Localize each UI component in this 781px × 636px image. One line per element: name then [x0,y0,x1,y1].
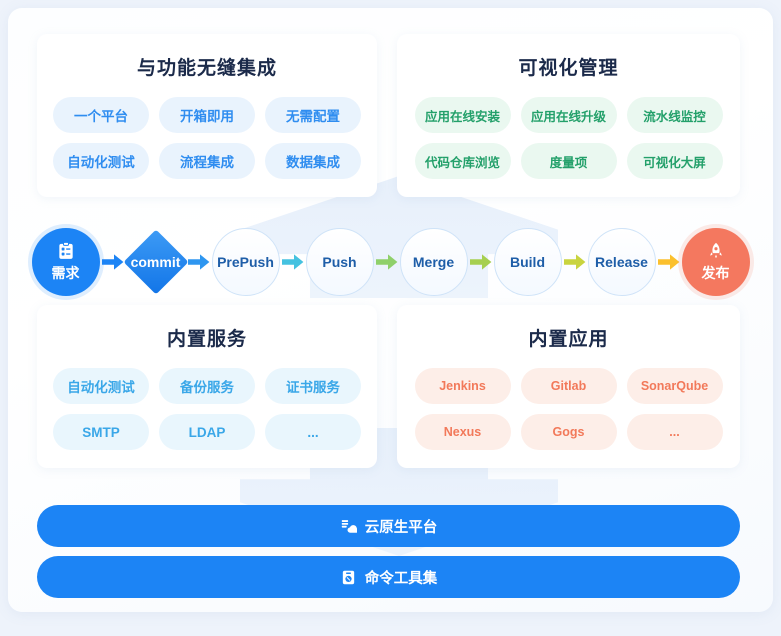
diagram-panel: 与功能无缝集成 一个平台 开箱即用 无需配置 自动化测试 流程集成 数据集成 可… [8,8,773,612]
pill-item[interactable]: 备份服务 [159,368,255,404]
pipeline-stage-release-label: Release [595,254,648,270]
pill-item[interactable]: SonarQube [626,368,723,404]
pipeline-node-requirement-label: 需求 [51,265,80,281]
bar-command-toolset-label: 命令工具集 [364,570,438,587]
pipeline-arrow [187,253,210,271]
card-visual-management: 可视化管理 应用在线安装 应用在线升级 流水线监控 代码仓库浏览 度量项 可视化… [397,34,740,197]
pill-item[interactable]: 自动化测试 [53,368,149,404]
bar-cloud-native-platform-label: 云原生平台 [364,519,438,536]
card-builtin-services: 内置服务 自动化测试 备份服务 证书服务 SMTP LDAP ... [37,305,377,468]
pill-item[interactable]: 应用在线安装 [414,97,511,133]
pipeline-stage-build-label: Build [510,254,545,270]
pill-item[interactable]: ... [265,414,361,450]
pill-item[interactable]: Jenkins [414,368,511,404]
pipeline-node-commit-label: commit [130,254,181,270]
pill-item[interactable]: 自动化测试 [53,143,149,179]
pill-item[interactable]: 可视化大屏 [626,143,723,179]
pipeline-stage-prepush[interactable]: PrePush [211,228,280,296]
pipeline-stage-prepush-label: PrePush [217,254,274,270]
card-builtin-apps: 内置应用 Jenkins Gitlab SonarQube Nexus Gogs… [397,305,740,468]
pipeline-node-publish[interactable]: 发布 [681,228,750,296]
pill-item[interactable]: 代码仓库浏览 [414,143,511,179]
card-builtin-services-title: 内置服务 [166,329,247,350]
pipeline-arrow [101,253,124,271]
card-integration-pills: 一个平台 开箱即用 无需配置 自动化测试 流程集成 数据集成 [37,97,377,179]
pipeline-stage-push[interactable]: Push [305,228,374,296]
pipeline-arrow [563,253,586,271]
pill-item[interactable]: 无需配置 [265,97,361,133]
bar-cloud-native-platform[interactable]: 云原生平台 [37,505,740,547]
pipeline-arrow [657,253,680,271]
pill-item[interactable]: 开箱即用 [159,97,255,133]
pipeline-node-commit[interactable]: commit [122,229,189,295]
pill-item[interactable]: 应用在线升级 [520,97,617,133]
pipeline-node-publish-label: 发布 [701,265,730,281]
terminal-tool-icon [340,569,357,586]
card-integration-title: 与功能无缝集成 [136,58,277,79]
pipeline-arrow [281,253,304,271]
clipboard-icon [56,241,76,261]
pipeline-stage-merge[interactable]: Merge [399,228,468,296]
bar-command-toolset[interactable]: 命令工具集 [37,556,740,598]
pill-item[interactable]: ... [626,414,723,450]
card-visual-management-pills: 应用在线安装 应用在线升级 流水线监控 代码仓库浏览 度量项 可视化大屏 [397,97,740,179]
pill-item[interactable]: Gogs [520,414,617,450]
card-visual-management-title: 可视化管理 [518,58,619,79]
pipeline-flow: 需求 commit PrePush Push Merge [8,216,773,308]
card-integration: 与功能无缝集成 一个平台 开箱即用 无需配置 自动化测试 流程集成 数据集成 [37,34,377,197]
rocket-icon [706,241,726,261]
card-builtin-services-pills: 自动化测试 备份服务 证书服务 SMTP LDAP ... [37,368,377,450]
pill-item[interactable]: 度量项 [520,143,617,179]
pipeline-stage-merge-label: Merge [412,254,455,270]
pill-item[interactable]: 流水线监控 [626,97,723,133]
pill-item[interactable]: 证书服务 [265,368,361,404]
pipeline-stage-push-label: Push [322,254,357,270]
pill-item[interactable]: LDAP [159,414,255,450]
pill-item[interactable]: 流程集成 [159,143,255,179]
pill-item[interactable]: Gitlab [520,368,617,404]
card-builtin-apps-title: 内置应用 [528,329,609,350]
pipeline-arrow [375,253,398,271]
pipeline-arrow [469,253,492,271]
card-builtin-apps-pills: Jenkins Gitlab SonarQube Nexus Gogs ... [397,368,740,450]
pill-item[interactable]: 数据集成 [265,143,361,179]
pill-item[interactable]: Nexus [414,414,511,450]
pill-item[interactable]: 一个平台 [53,97,149,133]
pipeline-node-requirement[interactable]: 需求 [31,228,100,296]
pipeline-stage-build[interactable]: Build [493,228,562,296]
pipeline-stage-release[interactable]: Release [587,228,656,296]
cloud-server-icon [340,518,357,535]
pill-item[interactable]: SMTP [53,414,149,450]
